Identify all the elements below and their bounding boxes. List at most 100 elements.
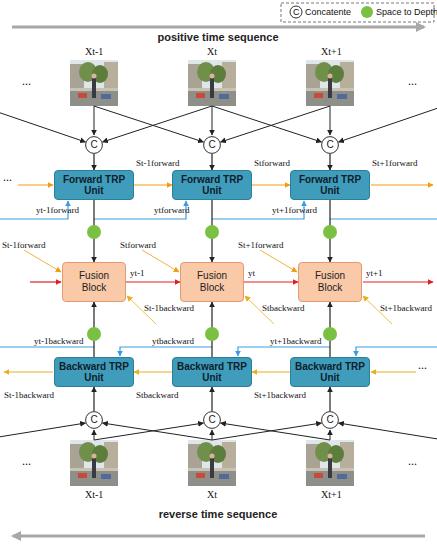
frame-wire [0, 106, 86, 142]
state-label: St+1backward [380, 303, 432, 313]
legend-text: Concatente [305, 7, 351, 17]
space-to-depth-dot [323, 225, 337, 239]
frame-label: Xt [207, 490, 217, 500]
state-diagonal [260, 250, 297, 272]
node-text: C [208, 415, 215, 425]
video-frame [188, 440, 236, 486]
space-to-depth-dot [87, 225, 101, 239]
fusion-block: Fusion Block [62, 262, 126, 302]
edge-label: yt-1forward [36, 205, 79, 215]
ellipsis: ... [408, 76, 417, 86]
edge-connector [211, 387, 212, 411]
node-text: Backward TRP Unit [176, 361, 248, 383]
frame-wire [103, 106, 213, 142]
node-text: C [208, 140, 215, 150]
circle-shape [322, 137, 339, 154]
edge-connector [93, 154, 94, 170]
frame-wire [94, 106, 204, 142]
node-text: Fusion Block [187, 270, 237, 294]
video-frame [70, 60, 118, 106]
edge-label: yt-1backward [34, 336, 83, 346]
frame-label: Xt [207, 47, 217, 57]
state-diagonal [142, 250, 179, 272]
node-text: Backward TRP Unit [58, 361, 130, 383]
feedback-wires [0, 201, 437, 356]
edge-connector [252, 371, 290, 372]
frame-wire [94, 423, 204, 440]
trp-unit: Backward TRP Unit [172, 357, 252, 387]
frame-wire [103, 423, 213, 440]
edge-connector [134, 184, 172, 185]
edge-label: yt [248, 268, 255, 278]
trp-unit: Forward TRP Unit [172, 170, 252, 200]
feedback-line [120, 347, 212, 356]
frame-wire [221, 106, 331, 142]
concat-sample [290, 6, 302, 18]
frame-wire [221, 423, 331, 440]
concat-circle: C [203, 411, 221, 429]
state-arrow [371, 371, 416, 372]
node-text: Fusion Block [69, 270, 119, 294]
frame-wire [212, 423, 322, 440]
trp-unit: Backward TRP Unit [54, 357, 134, 387]
edge-connector [329, 154, 330, 170]
trp-unit: Backward TRP Unit [290, 357, 370, 387]
circle-shape [204, 412, 221, 429]
feedback-line [330, 218, 437, 219]
time-arrow [12, 26, 424, 29]
time-label: reverse time sequence [159, 508, 278, 520]
trp-unit: Forward TRP Unit [290, 170, 370, 200]
space-to-depth-dot [323, 327, 337, 341]
circle-shape [86, 412, 103, 429]
video-frame [306, 440, 354, 486]
circle-shape [86, 137, 103, 154]
frame-label: Xt-1 [85, 490, 103, 500]
edge-connector [244, 281, 298, 282]
state-arrow [18, 184, 53, 185]
feedback-line [356, 347, 437, 356]
edge-label: yt-1 [130, 268, 145, 278]
ellipsis: ... [22, 76, 31, 86]
node-text: C [90, 140, 97, 150]
frame-wire [339, 423, 437, 440]
edge-label: Stforward [254, 158, 290, 168]
fusion-block: Fusion Block [180, 262, 244, 302]
feedback-line [0, 346, 94, 347]
space-to-depth-dot [205, 225, 219, 239]
frame-wire [0, 423, 86, 440]
node-text: C [326, 415, 333, 425]
edge-label: yt+1backward [270, 336, 322, 346]
frame-wire [330, 430, 331, 440]
frame-wires [0, 106, 437, 440]
legend-letter: C [293, 7, 300, 17]
video-frame [70, 440, 118, 486]
state-label: St-1backward [144, 303, 194, 313]
edge-label: Stbackward [136, 390, 179, 400]
edge-label: St-1forward [136, 158, 180, 168]
concat-circle: C [321, 411, 339, 429]
concat-circle: C [85, 411, 103, 429]
state-label: St+1forward [372, 158, 418, 168]
state-label: Stbackward [262, 303, 305, 313]
frame-label: Xt-1 [85, 47, 103, 57]
edge-connector [211, 154, 212, 170]
node-text: C [326, 140, 333, 150]
state-label: St-1backward [4, 390, 54, 400]
node-text: Forward TRP Unit [294, 174, 366, 196]
ellipsis: ... [22, 456, 31, 466]
state-label: St+1forward [238, 240, 284, 250]
edge-label: ytbackward [152, 336, 194, 346]
edge-connector [126, 281, 180, 282]
ellipsis: ... [3, 172, 12, 182]
edge-connector [252, 184, 290, 185]
edge-label: yt+1forward [272, 205, 317, 215]
frame-wire [339, 106, 437, 142]
circle-shape [204, 137, 221, 154]
edge-connector [134, 371, 172, 372]
time-label: positive time sequence [157, 31, 278, 43]
trp-unit: Forward TRP Unit [54, 170, 134, 200]
output-arrow [30, 281, 61, 282]
legend-text: Space to Depth [376, 7, 437, 17]
circle-shape [322, 412, 339, 429]
